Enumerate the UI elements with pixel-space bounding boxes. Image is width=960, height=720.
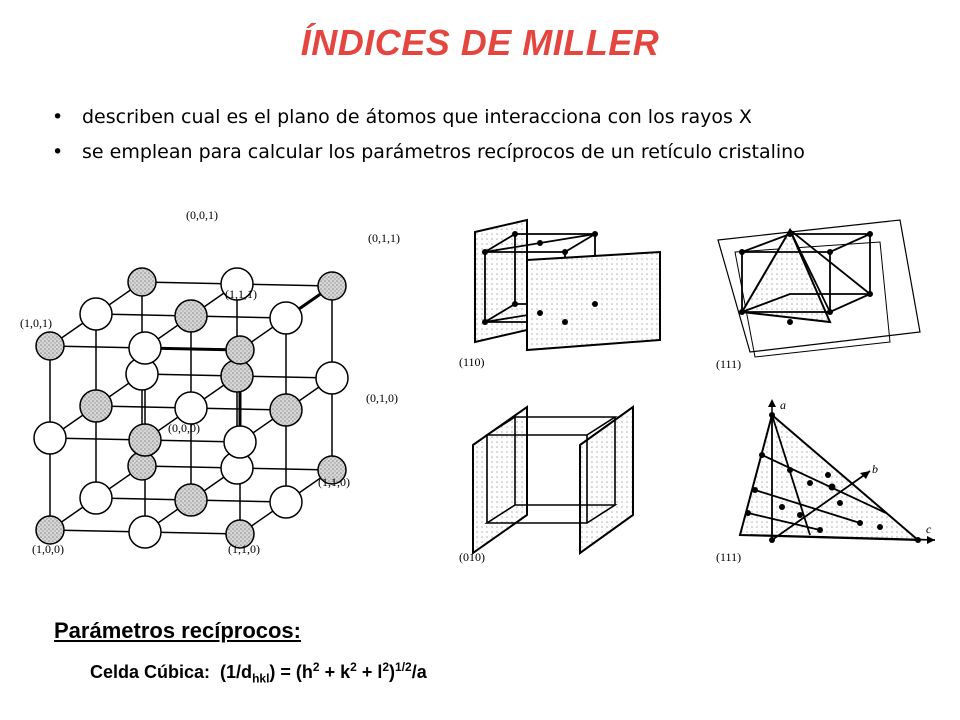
formula-sup: 2 [312, 660, 320, 674]
formula-sup: 1/2 [395, 660, 412, 674]
formula-sub: hkl [252, 671, 270, 686]
plane-label-111-bottom: (111) [716, 550, 741, 564]
lattice-atom-shaded [128, 423, 162, 457]
formula-cell-label: Celda Cúbica: [90, 662, 211, 682]
formula-part: + l [356, 662, 383, 682]
cubic-lattice-figure: (0,0,1) (0,1,1) (1,0,1) (1,1,1) (0,1,0) … [20, 208, 400, 556]
lattice-atom-shaded [317, 455, 347, 485]
plane-111-axes-figure: a b c (111) [716, 398, 936, 564]
lattice-atom-shaded [174, 483, 208, 517]
formula-part: + k [319, 662, 351, 682]
lattice-atom-shaded [220, 359, 254, 393]
label-110-inner: (1,1,0) [318, 475, 350, 489]
label-010: (0,1,0) [366, 391, 398, 405]
lattice-atom [174, 391, 208, 425]
plane-label-110: (110) [459, 355, 485, 369]
label-110: (1,1,0) [228, 542, 260, 556]
lattice-atom-shaded [174, 299, 208, 333]
cubic-formula: Celda Cúbica: (1/dhkl) = (h2 + k2 + l2)1… [90, 660, 427, 686]
plane-label-010: (010) [459, 550, 485, 564]
lattice-atom-shaded [317, 271, 347, 301]
label-101: (1,0,1) [20, 316, 52, 330]
plane-111-figure: (111) [716, 219, 921, 371]
params-title: Parámetros recíprocos: [54, 618, 301, 643]
axis-label-a: a [780, 398, 786, 412]
bullet-item: se emplean para calcular los parámetros … [50, 135, 940, 170]
formula-sup: 2 [350, 660, 357, 674]
plane-label-111-top: (111) [716, 357, 741, 371]
lattice-atom [220, 267, 254, 301]
formula-part: /a [411, 662, 427, 682]
page-title: ÍNDICES DE MILLER [300, 22, 660, 63]
plane-010-figure: (010) [459, 405, 634, 564]
lattice-atom [223, 425, 257, 459]
axis-label-b: b [872, 462, 878, 476]
lattice-atom-shaded [79, 389, 113, 423]
lattice-atom-shaded [127, 267, 157, 297]
lattice-atom-shaded [269, 393, 303, 427]
lattice-atom-shaded [225, 519, 255, 549]
bullet-item: describen cual es el plano de átomos que… [50, 100, 940, 135]
label-000: (0,0,0) [168, 421, 200, 435]
lattice-atom [79, 481, 113, 515]
formula-part: ) = (h [269, 662, 313, 682]
label-001: (0,0,1) [186, 208, 218, 222]
lattice-atom-shaded [35, 515, 65, 545]
lattice-atom [315, 361, 349, 395]
formula-part: (1/d [220, 662, 253, 682]
plane-110-figure: (110) [459, 218, 661, 369]
lattice-atom [269, 485, 303, 519]
label-011: (0,1,1) [368, 231, 400, 245]
lattice-atom [269, 301, 303, 335]
label-100: (1,0,0) [32, 542, 64, 556]
axis-label-c: c [926, 522, 932, 536]
lattice-atom-shaded [225, 335, 255, 365]
lattice-atom [128, 515, 162, 549]
lattice-atom [33, 421, 67, 455]
formula-part: ) [389, 662, 396, 682]
label-111: (1,1,1) [225, 287, 257, 301]
lattice-atom [128, 331, 162, 365]
bullet-list: describen cual es el plano de átomos que… [50, 100, 940, 170]
lattice-atom-shaded [35, 331, 65, 361]
lattice-atom [79, 297, 113, 331]
formula-sup: 2 [382, 660, 390, 674]
